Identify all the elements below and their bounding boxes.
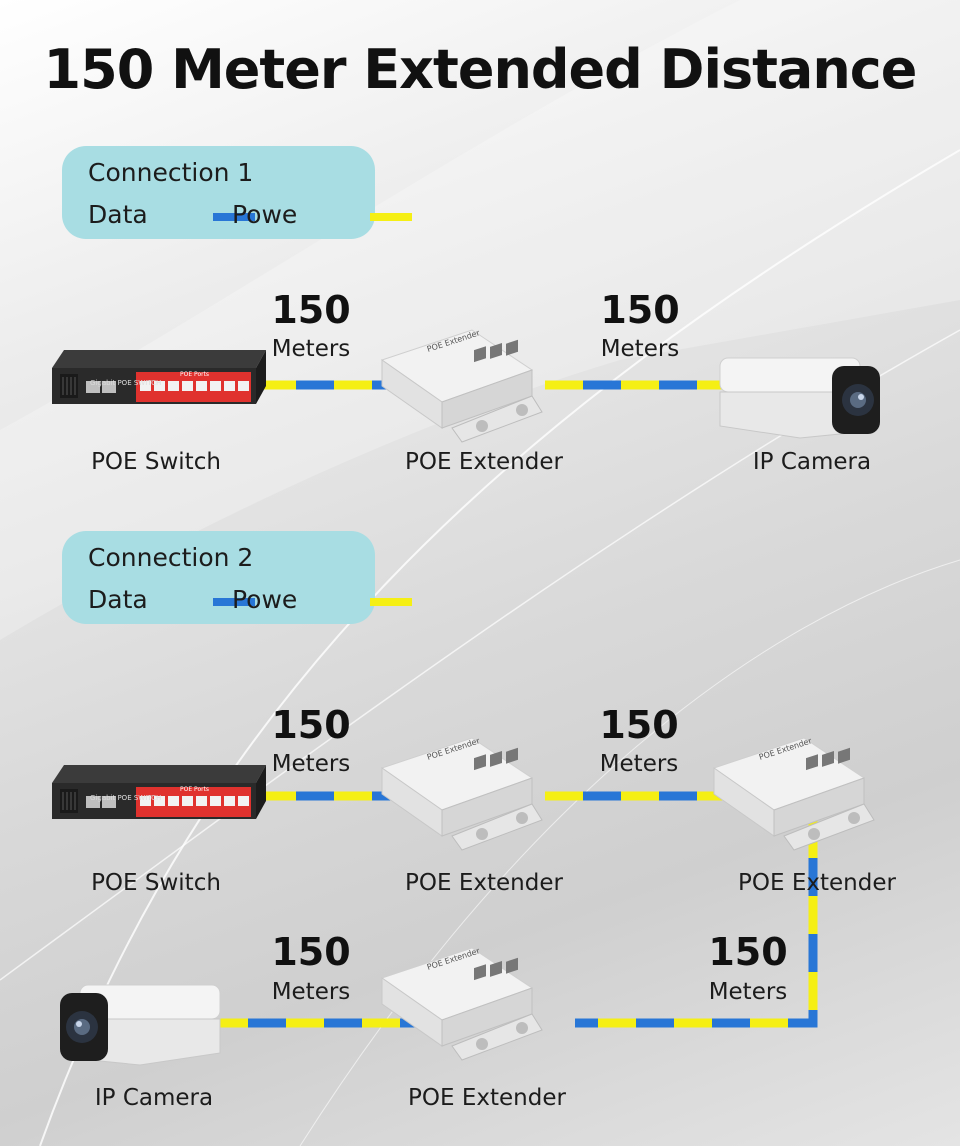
distance-unit: Meters [599,751,679,777]
legend-connection-2: Connection 2 Data Powe [62,531,412,624]
distance-unit: Meters [271,751,351,777]
device-label-poe-extender: POE Extender [405,870,563,896]
device-label-ip-camera: IP Camera [94,1085,214,1111]
legend-power-label: Powe [232,200,298,229]
device-label-ip-camera: IP Camera [752,449,872,475]
poe-extender-icon [381,947,543,1061]
distance-value: 150 [599,703,679,747]
poe-switch-icon [51,349,267,405]
legend-title: Connection 1 [88,158,254,187]
device-label-poe-extender: POE Extender [405,449,563,475]
legend-connection-1: Connection 1 Data Powe [62,146,412,239]
poe-switch-icon [51,764,267,820]
distance-value: 150 [271,288,351,332]
power-line-swatch [370,213,412,221]
switch-ports-text: POE Ports [180,371,209,378]
distance-value: 150 [708,930,788,974]
poe-extender-icon [713,737,875,851]
device-label-poe-extender: POE Extender [408,1085,566,1111]
ip-camera-icon [59,984,221,1066]
distance-unit: Meters [600,336,680,362]
cable-data [575,820,818,1028]
switch-ports-text: POE Ports [180,786,209,793]
legend-data-label: Data [88,585,148,614]
distance-unit: Meters [708,979,788,1005]
distance-value: 150 [600,288,680,332]
data-line-swatch [213,213,255,221]
switch-brand-text: Gigabit POE SWITCH [90,379,161,387]
device-label-poe-switch: POE Switch [91,449,221,475]
distance-value: 150 [271,703,351,747]
legend-data-label: Data [88,200,148,229]
power-line-swatch [370,598,412,606]
distance-unit: Meters [271,979,351,1005]
device-label-poe-switch: POE Switch [91,870,221,896]
switch-brand-text: Gigabit POE SWITCH [90,794,161,802]
poe-extender-icon [381,329,543,443]
poe-extender-icon [381,737,543,851]
data-line-swatch [213,598,255,606]
page-title: 150 Meter Extended Distance [43,38,918,101]
distance-value: 150 [271,930,351,974]
device-label-poe-extender: POE Extender [738,870,896,896]
legend-title: Connection 2 [88,543,254,572]
distance-unit: Meters [271,336,351,362]
ip-camera-icon [719,357,881,439]
legend-power-label: Powe [232,585,298,614]
